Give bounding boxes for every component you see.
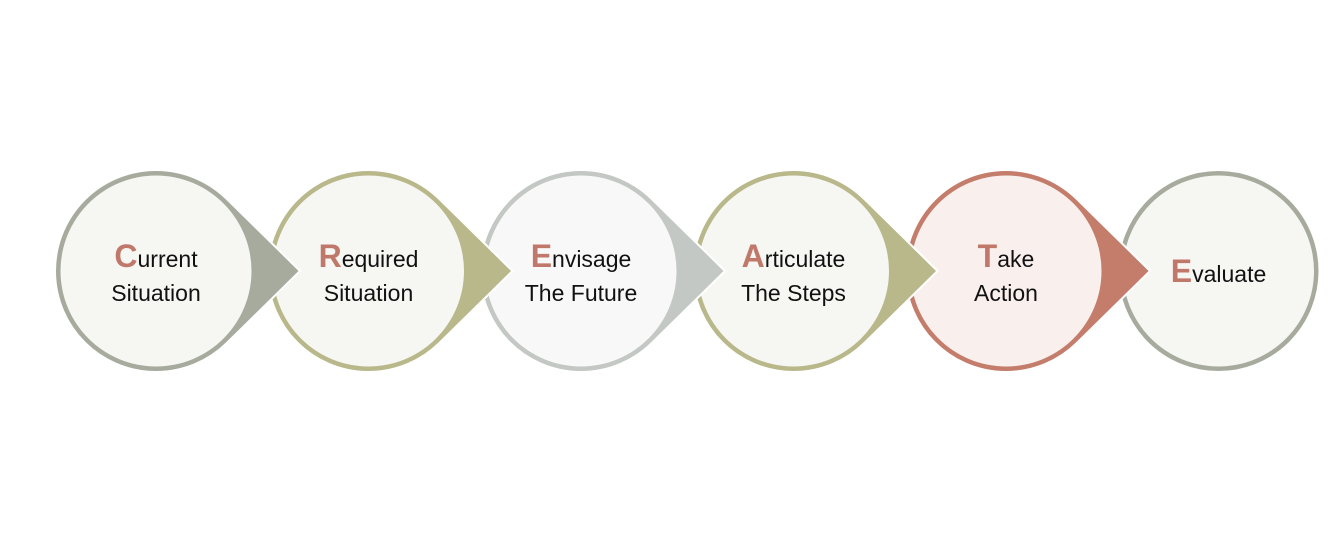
step-title: Current	[114, 238, 198, 274]
step-title-rest: equired	[342, 246, 419, 272]
step-circle	[1123, 175, 1314, 367]
step-6: Evaluate	[1116, 169, 1321, 373]
step-title: Take	[978, 238, 1035, 274]
step-initial: A	[742, 238, 765, 274]
step-title-rest: nvisage	[552, 246, 631, 272]
step-subtitle: Action	[974, 280, 1038, 306]
step-title-rest: rticulate	[765, 246, 846, 272]
step-title: Evaluate	[1171, 253, 1267, 289]
step-initial: E	[531, 238, 552, 274]
step-title: Articulate	[742, 238, 846, 274]
step-title: Required	[319, 238, 419, 274]
step-circle	[698, 175, 889, 367]
step-title: Envisage	[531, 238, 632, 274]
step-subtitle: Situation	[111, 280, 201, 306]
step-initial: E	[1171, 253, 1192, 289]
step-initial: C	[114, 238, 137, 274]
step-circle	[485, 175, 677, 367]
step-initial: T	[978, 238, 998, 274]
step-circle	[910, 175, 1102, 367]
step-subtitle: Situation	[324, 280, 414, 306]
step-title-rest: ake	[997, 246, 1034, 272]
step-title-rest: urrent	[138, 246, 199, 272]
step-title-rest: valuate	[1192, 261, 1266, 287]
step-circle	[60, 175, 252, 367]
step-subtitle: The Steps	[741, 280, 846, 306]
step-subtitle: The Future	[525, 280, 638, 306]
step-circle	[273, 175, 464, 367]
step-initial: R	[319, 238, 342, 274]
